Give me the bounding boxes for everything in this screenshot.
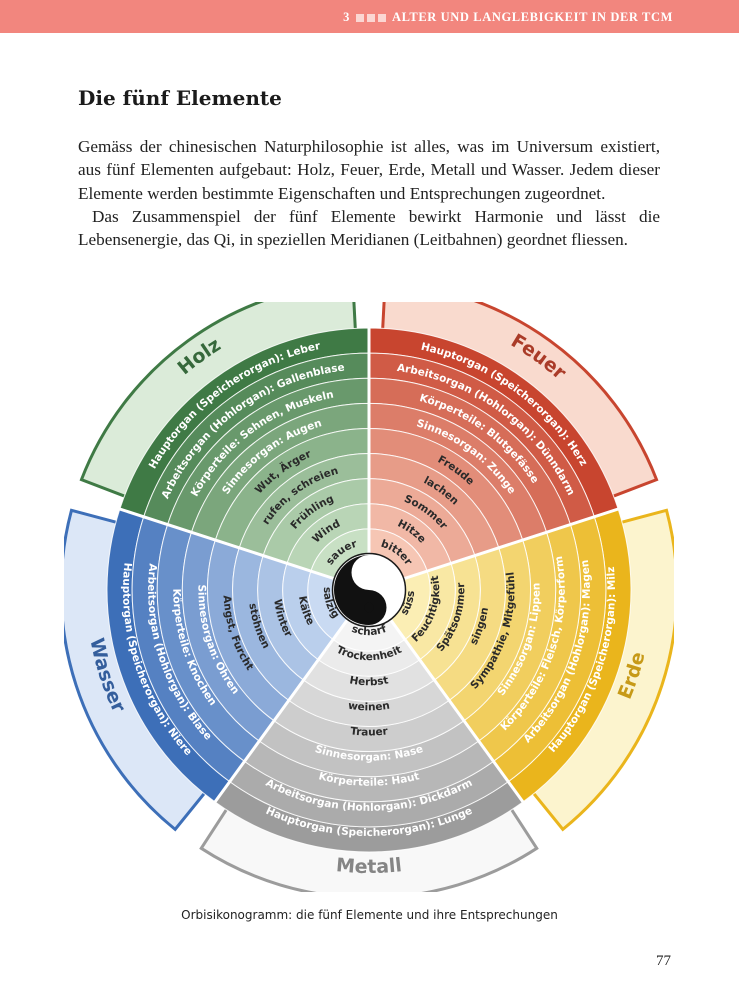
yin-yang-icon bbox=[331, 552, 407, 628]
sector-divider bbox=[73, 492, 336, 581]
ring-text-metall: Herbst bbox=[349, 674, 390, 688]
chapter-title: ALTER UND LANGLEBIGKEIT IN DER TCM bbox=[392, 10, 673, 24]
sector-divider bbox=[402, 492, 665, 581]
page-number: 77 bbox=[656, 953, 671, 969]
header-squares-icon bbox=[356, 13, 386, 22]
figure-caption: Orbisikonogramm: die fünf Elemente und i… bbox=[181, 908, 558, 922]
element-name-metall: Metall bbox=[335, 854, 403, 878]
element-sector-erde: Hauptorgan (Speicherorgan): MilzArbeitso… bbox=[389, 508, 674, 832]
sector-divider bbox=[388, 618, 553, 842]
element-sector-metall: Hauptorgan (Speicherorgan): LungeArbeits… bbox=[199, 618, 539, 892]
sector-divider bbox=[185, 618, 350, 842]
chapter-number: 3 bbox=[343, 10, 350, 24]
section-title: Die fünf Elemente bbox=[78, 86, 282, 110]
body-text: Gemäss der chinesischen Naturphilosophie… bbox=[78, 135, 660, 251]
ring-label-metall-5: Trauer bbox=[350, 725, 390, 738]
element-sector-feuer: Hauptorgan (Speicherorgan): HerzArbeitso… bbox=[368, 302, 659, 580]
ring-label-metall-6: weinen bbox=[347, 700, 390, 714]
ring-text-metall: weinen bbox=[347, 700, 390, 714]
ring-label-metall-7: Herbst bbox=[349, 674, 390, 688]
ring-label-metall-9: scharf bbox=[350, 623, 388, 638]
paragraph-1: Gemäss der chinesischen Naturphilosophie… bbox=[78, 137, 660, 203]
ring-text-metall: scharf bbox=[350, 623, 388, 638]
element-sector-holz: Hauptorgan (Speicherorgan): LeberArbeits… bbox=[79, 302, 370, 580]
paragraph-2: Das Zusammenspiel der fünf Elemente bewi… bbox=[78, 206, 660, 250]
element-label-metall: Metall bbox=[335, 854, 403, 878]
chapter-header: 3 ALTER UND LANGLEBIGKEIT IN DER TCM bbox=[343, 10, 673, 25]
five-elements-diagram: Hauptorgan (Speicherorgan): LeberArbeits… bbox=[64, 302, 674, 892]
ring-text-metall: Trauer bbox=[350, 725, 390, 738]
